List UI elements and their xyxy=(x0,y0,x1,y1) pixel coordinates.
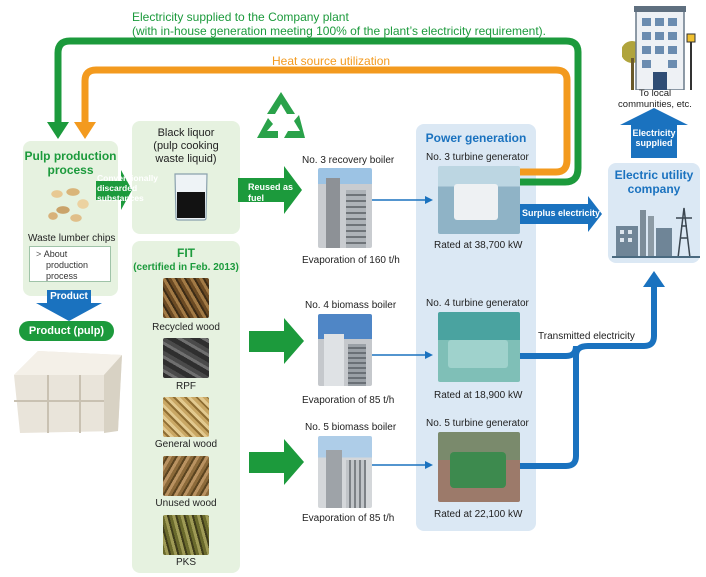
electricity-to-plant-line xyxy=(54,37,582,186)
boiler-5-image xyxy=(318,436,372,508)
electricity-arrowhead xyxy=(47,122,69,139)
fit-arrow-no5 xyxy=(249,439,304,485)
fit-item-rpf: RPF xyxy=(176,381,196,392)
fit-item-unused-wood: Unused wood xyxy=(155,498,217,509)
turbine-4-rating: Rated at 18,900 kW xyxy=(434,390,523,401)
pks-image xyxy=(163,515,209,555)
discarded-arrow xyxy=(96,170,132,210)
boiler-4-name: No. 4 biomass boiler xyxy=(305,300,397,311)
general-wood-image xyxy=(163,397,209,437)
transmitted-line xyxy=(520,284,657,469)
link-chevron-icon: > xyxy=(36,249,44,259)
product-arrow-label: Product xyxy=(50,291,88,302)
boiler-4-evaporation: Evaporation of 85 t/h xyxy=(302,395,395,406)
boiler-5-name: No. 5 biomass boiler xyxy=(305,422,397,433)
fit-arrow-no4 xyxy=(249,318,304,364)
boiler-4-image xyxy=(318,314,372,386)
fit-subtitle: (certified in Feb. 2013) xyxy=(133,262,239,273)
power-plant-icon xyxy=(612,198,700,258)
turbine-4-image xyxy=(438,312,520,382)
turbine-3-name: No. 3 turbine generator xyxy=(426,152,529,163)
transmitted-label: Transmitted electricity xyxy=(538,331,635,342)
product-arrow xyxy=(36,290,102,321)
turbine-3-rating: Rated at 38,700 kW xyxy=(434,240,523,251)
supplied-arrow xyxy=(620,108,688,158)
heat-arrowhead xyxy=(74,122,96,139)
apartment-building-icon xyxy=(622,6,702,90)
rpf-image xyxy=(163,338,209,378)
fit-title: FIT xyxy=(177,246,195,260)
heat-caption: Heat source utilization xyxy=(272,54,391,68)
turbine-4-name: No. 4 turbine generator xyxy=(426,298,529,309)
fit-item-pks: PKS xyxy=(175,557,196,568)
chips-label: Waste lumber chips xyxy=(28,233,116,244)
boiler-3-evaporation: Evaporation of 160 t/h xyxy=(302,255,400,266)
recycled-wood-image xyxy=(163,278,209,318)
turbine-3-image xyxy=(438,166,520,234)
beaker-image xyxy=(170,170,212,222)
reused-arrow xyxy=(238,166,302,214)
unused-wood-image xyxy=(163,456,209,496)
electricity-caption-1: Electricity supplied to the Company plan… xyxy=(132,10,349,24)
boiler-3-image xyxy=(318,168,372,248)
surplus-label: Surplus electricity xyxy=(522,208,601,218)
fit-item-recycled-wood: Recycled wood xyxy=(152,322,220,333)
power-generation-title: Power generation xyxy=(425,131,527,145)
electricity-caption-2: (with in-house generation meeting 100% o… xyxy=(132,24,546,38)
about-process-link[interactable]: > About production process xyxy=(29,246,111,282)
turbine-5-image xyxy=(438,432,520,502)
pulp-bale-image xyxy=(8,345,126,437)
recycle-icon xyxy=(250,88,312,146)
boiler-3-name: No. 3 recovery boiler xyxy=(302,155,395,166)
product-pill: Product (pulp) xyxy=(19,321,114,341)
fit-item-general-wood: General wood xyxy=(154,439,218,450)
surplus-arrow xyxy=(518,196,602,232)
boiler-5-evaporation: Evaporation of 85 t/h xyxy=(302,513,395,524)
turbine-5-rating: Rated at 22,100 kW xyxy=(434,509,523,520)
heat-source-line xyxy=(81,66,571,176)
turbine-5-name: No. 5 turbine generator xyxy=(426,418,529,429)
wood-chips-image xyxy=(43,182,98,227)
